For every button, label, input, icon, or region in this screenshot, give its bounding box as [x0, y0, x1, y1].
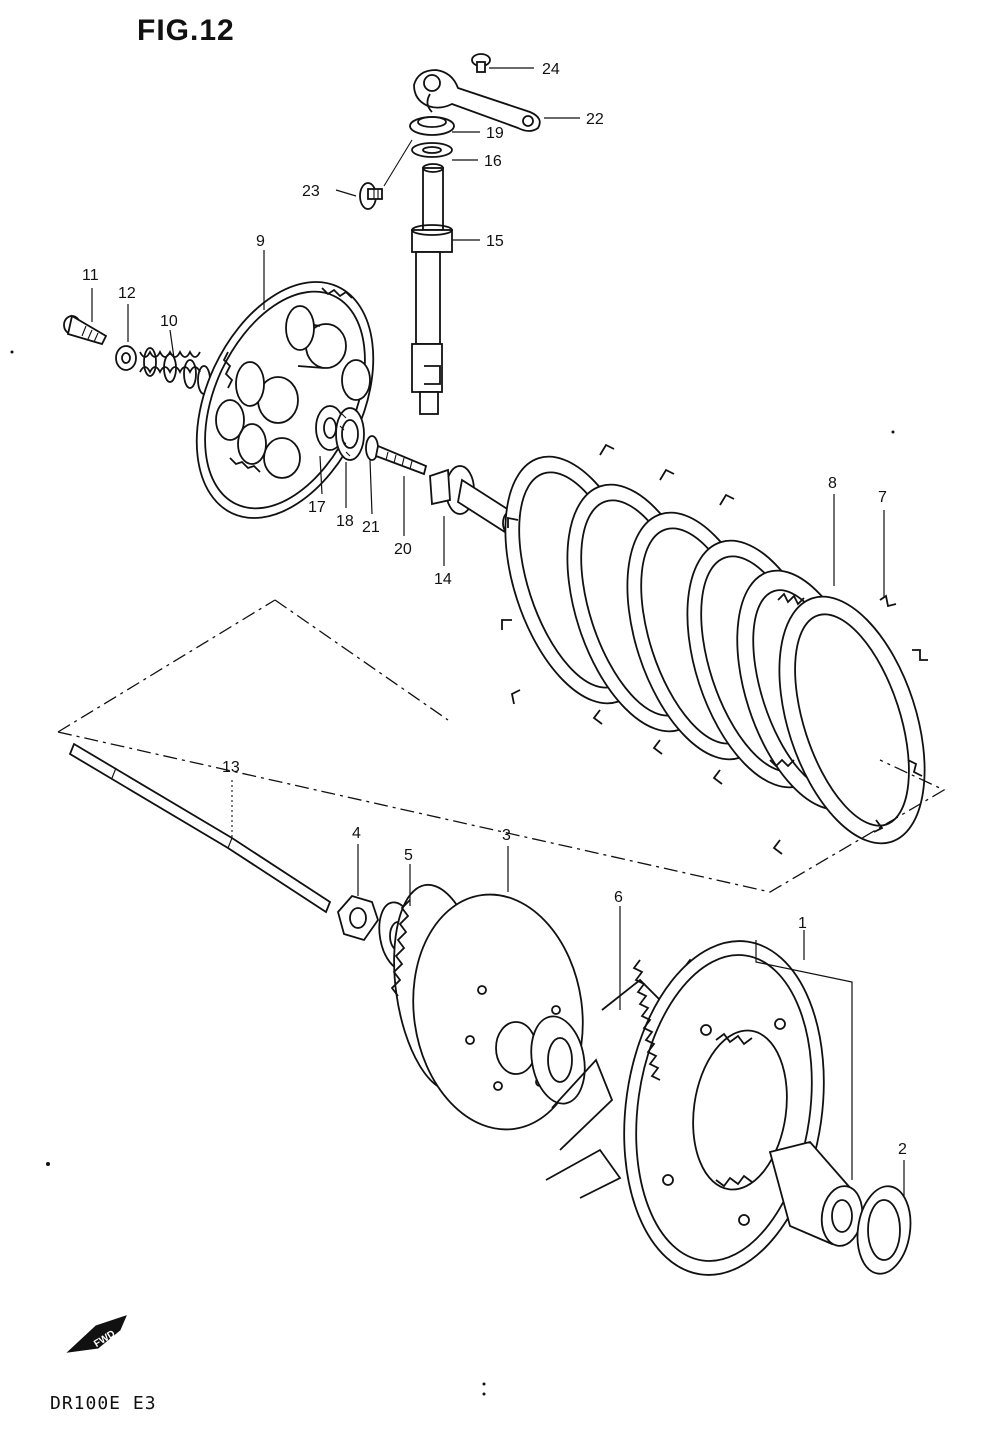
- part-1-bracket-leader: [755, 940, 853, 1180]
- callout-13: 13: [222, 759, 240, 776]
- part-15-camshaft: [411, 163, 453, 415]
- callout-6: 6: [614, 889, 623, 906]
- part-9-pressure-plate: [195, 281, 375, 519]
- part-13-push-rod: [68, 742, 332, 914]
- part-24-screw: [471, 53, 491, 73]
- part-11-bolt: [63, 314, 108, 346]
- callout-7: 7: [878, 489, 887, 506]
- callout-3: 3: [502, 827, 511, 844]
- part-19-cam: [409, 116, 455, 136]
- callout-21: 21: [362, 519, 380, 536]
- callout-23: 23: [302, 183, 320, 200]
- part-12-washer: [115, 345, 137, 371]
- clutch-plate-stack: [501, 443, 928, 855]
- fwd-arrow-icon: FWD: [66, 1315, 127, 1353]
- callout-20: 20: [394, 541, 412, 558]
- callout-8: 8: [828, 475, 837, 492]
- scan-speck: [46, 1162, 50, 1166]
- scan-speck: [482, 1382, 486, 1386]
- callout-4: 4: [352, 825, 361, 842]
- callout-10: 10: [160, 313, 178, 330]
- callout-24: 24: [542, 61, 560, 78]
- plates-enclosure-dashline: [57, 599, 946, 893]
- scan-speck: [482, 1392, 486, 1396]
- part-10-spring: [139, 347, 211, 395]
- part-1-clutch-housing: [545, 940, 864, 1276]
- scan-speck: [10, 350, 14, 354]
- scan-speck: [891, 430, 895, 434]
- part-20-screw: [374, 444, 428, 476]
- callout-18: 18: [336, 513, 354, 530]
- release-camshaft-assembly: [359, 53, 541, 415]
- callout-22: 22: [586, 111, 604, 128]
- figure-title: FIG.12: [137, 14, 235, 47]
- callout-2: 2: [898, 1141, 907, 1158]
- callout-14: 14: [434, 571, 452, 588]
- part-22-release-arm: [413, 69, 541, 132]
- part-4-nut: [337, 894, 379, 942]
- pressure-plate-group: [63, 281, 518, 536]
- callout-12: 12: [118, 285, 136, 302]
- callout-labels: 24 22 19 16 23 15 9 11 12 10 17 18 21 20…: [82, 61, 907, 1158]
- callout-15: 15: [486, 233, 504, 250]
- part-7-drive-plate: [778, 594, 928, 845]
- callout-16: 16: [484, 153, 502, 170]
- callout-9: 9: [256, 233, 265, 250]
- part-18-bearing: [335, 407, 365, 461]
- callout-1: 1: [798, 915, 807, 932]
- callout-17: 17: [308, 499, 326, 516]
- callout-11: 11: [82, 267, 99, 284]
- callout-5: 5: [404, 847, 413, 864]
- part-14-push-piece: [429, 465, 518, 536]
- model-code: DR100E E3: [50, 1393, 157, 1414]
- callout-19: 19: [486, 125, 504, 142]
- part-6-thrust-washer: [530, 1015, 586, 1105]
- part-16-washer: [411, 142, 453, 158]
- leader-lines: [91, 67, 905, 1196]
- part-23-screw: [359, 182, 383, 210]
- part-2-washer: [856, 1185, 912, 1275]
